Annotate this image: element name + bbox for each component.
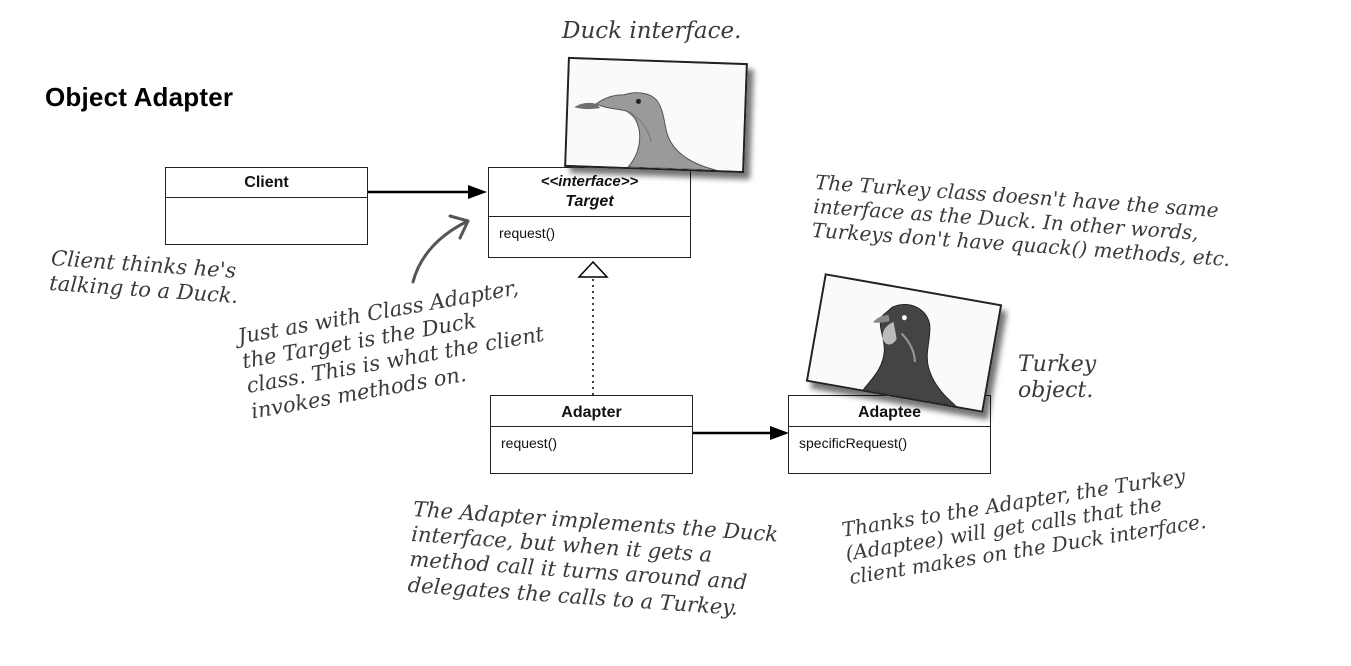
turkey-illustration <box>808 275 1000 411</box>
adaptee-operation: specificRequest() <box>799 435 908 451</box>
client-class-box: Client <box>165 167 368 245</box>
note-pointer-arrow <box>411 220 468 284</box>
duck-photo <box>564 56 748 174</box>
adapter-class-name: Adapter <box>491 396 692 427</box>
adaptee-class-name: Adaptee <box>789 396 990 427</box>
realization-triangle <box>577 260 609 278</box>
adapter-class-box: Adapter request() <box>490 395 693 474</box>
target-stereotype: <<interface>> <box>540 173 639 190</box>
target-interface-box: <<interface>> Target request() <box>488 167 691 258</box>
target-header: <<interface>> Target <box>489 168 690 217</box>
client-class-name: Client <box>166 168 367 198</box>
turkey-photo <box>805 273 1003 413</box>
duck-illustration <box>566 58 746 172</box>
client-to-target-arrowhead <box>468 185 487 199</box>
duck-interface-label: Duck interface. <box>562 18 742 44</box>
page-title: Object Adapter <box>45 82 234 112</box>
target-class-name: Target <box>565 193 614 210</box>
note-pointer-arrowhead <box>448 214 470 240</box>
adapter-to-adaptee-arrowhead <box>770 426 789 440</box>
turkey-object-label: Turkey object. <box>1018 352 1097 404</box>
adapter-operation: request() <box>501 435 558 451</box>
target-operation: request() <box>499 225 556 241</box>
